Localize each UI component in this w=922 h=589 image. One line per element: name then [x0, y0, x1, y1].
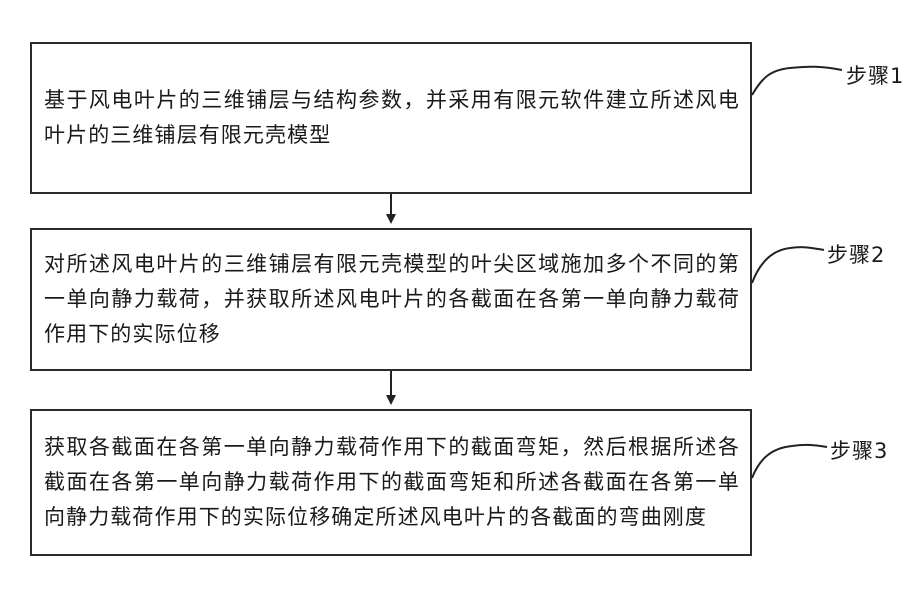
- leader-curve-step3: [752, 445, 827, 478]
- step-2-text: 对所述风电叶片的三维铺层有限元壳模型的叶尖区域施加多个不同的第一单向静力载荷，并…: [44, 247, 740, 352]
- leader-curve-step2: [752, 247, 824, 283]
- leader-curve-step1: [752, 67, 842, 95]
- step-1-text: 基于风电叶片的三维铺层与结构参数，并采用有限元软件建立所述风电叶片的三维铺层有限…: [44, 83, 740, 153]
- step-box-1: 基于风电叶片的三维铺层与结构参数，并采用有限元软件建立所述风电叶片的三维铺层有限…: [30, 42, 752, 194]
- step-label-1: 步骤1: [846, 60, 904, 90]
- step-3-text: 获取各截面在各第一单向静力载荷作用下的截面弯矩，然后根据所述各截面在各第一单向静…: [44, 430, 740, 535]
- step-label-3: 步骤3: [830, 435, 888, 465]
- step-box-3: 获取各截面在各第一单向静力载荷作用下的截面弯矩，然后根据所述各截面在各第一单向静…: [30, 409, 752, 556]
- step-box-2: 对所述风电叶片的三维铺层有限元壳模型的叶尖区域施加多个不同的第一单向静力载荷，并…: [30, 228, 752, 371]
- step-label-2: 步骤2: [827, 239, 885, 269]
